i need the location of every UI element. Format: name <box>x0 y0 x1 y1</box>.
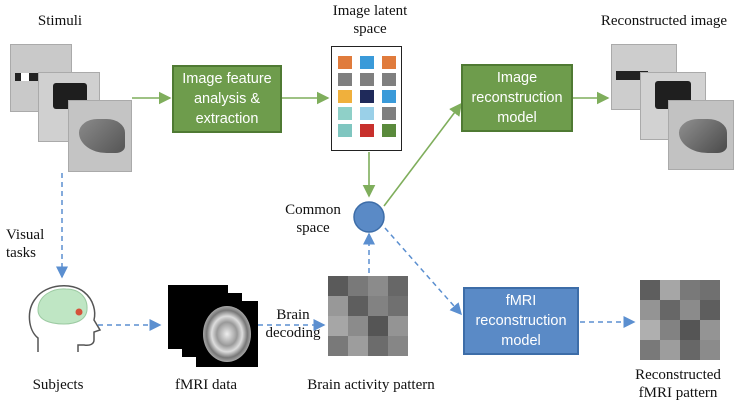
brain-icon <box>37 288 88 325</box>
arrow-common-to-fmri-recon <box>384 227 462 316</box>
fmri-reconstruction-box: fMRI reconstruction model <box>463 287 579 355</box>
image-recon-line3: model <box>497 110 537 126</box>
latent-label-line1: Image latent <box>332 3 408 19</box>
pattern-cell <box>700 280 720 300</box>
common-label-line1: Common <box>285 202 341 218</box>
pattern-cell <box>388 276 408 296</box>
fmri-recon-line2: reconstruction <box>475 313 567 329</box>
recon-fmri-line2: fMRI pattern <box>638 385 718 401</box>
pattern-cell <box>680 320 700 340</box>
feature-box-line1: Image feature <box>182 71 272 87</box>
pattern-cell <box>328 296 348 316</box>
pattern-cell <box>368 276 388 296</box>
visual-tasks-label: Visual tasks <box>6 226 56 262</box>
latent-swatch <box>382 56 396 69</box>
latent-swatch <box>338 90 352 103</box>
fmri-recon-line3: model <box>501 333 541 349</box>
common-space-label: Common space <box>276 201 350 237</box>
visual-label-line2: tasks <box>6 245 36 261</box>
pattern-cell <box>368 316 388 336</box>
pattern-cell <box>700 300 720 320</box>
recon-object-1 <box>616 71 648 80</box>
pattern-cell <box>368 296 388 316</box>
pattern-cell <box>700 340 720 360</box>
pattern-cell <box>348 336 368 356</box>
pattern-cell <box>388 296 408 316</box>
latent-swatch <box>360 90 374 103</box>
latent-swatch <box>338 107 352 120</box>
pattern-cell <box>680 340 700 360</box>
stimulus-shoe <box>79 119 125 153</box>
stimulus-object-1 <box>15 73 45 81</box>
pattern-cell <box>660 300 680 320</box>
reconstructed-fmri-label: Reconstructed fMRI pattern <box>618 366 738 402</box>
pattern-cell <box>328 336 348 356</box>
pattern-cell <box>640 300 660 320</box>
latent-swatch <box>338 56 352 69</box>
latent-swatch <box>360 124 374 137</box>
latent-swatch-grid <box>338 56 396 144</box>
reconstructed-image-3 <box>668 100 734 170</box>
arrow-common-to-image-recon <box>383 102 462 207</box>
pattern-cell <box>368 336 388 356</box>
feature-extraction-box: Image feature analysis & extraction <box>172 65 282 133</box>
pattern-cell <box>660 280 680 300</box>
pattern-cell <box>680 280 700 300</box>
pattern-cell <box>348 276 368 296</box>
subjects-label: Subjects <box>32 377 84 393</box>
stimuli-label: Stimuli <box>37 13 83 29</box>
latent-swatch <box>360 73 374 86</box>
latent-swatch <box>382 124 396 137</box>
latent-space-panel <box>331 46 402 151</box>
common-space-node <box>353 201 385 233</box>
common-label-line2: space <box>296 220 330 236</box>
recon-fmri-line1: Reconstructed <box>635 367 721 383</box>
pattern-cell <box>660 320 680 340</box>
pattern-cell <box>388 336 408 356</box>
latent-space-label: Image latent space <box>318 2 422 38</box>
fmri-brain-image <box>203 306 251 362</box>
latent-swatch <box>382 90 396 103</box>
latent-swatch <box>338 124 352 137</box>
stimulus-image-3 <box>68 100 132 172</box>
pattern-cell <box>328 316 348 336</box>
pattern-cell <box>640 320 660 340</box>
pattern-cell <box>640 340 660 360</box>
image-reconstruction-box: Image reconstruction model <box>461 64 573 132</box>
pattern-cell <box>640 280 660 300</box>
latent-swatch <box>360 56 374 69</box>
pattern-cell <box>348 296 368 316</box>
reconstructed-fmri-pattern <box>640 280 720 360</box>
latent-swatch <box>360 107 374 120</box>
pattern-cell <box>388 316 408 336</box>
latent-swatch <box>338 73 352 86</box>
brain-decoding-line1: Brain <box>276 307 310 323</box>
pattern-cell <box>700 320 720 340</box>
fmri-data-label: fMRI data <box>174 377 238 393</box>
brain-decoding-line2: decoding <box>265 325 321 341</box>
reconstructed-image-label: Reconstructed image <box>600 13 728 29</box>
image-recon-line1: Image <box>496 70 538 86</box>
fmri-slice-front <box>196 301 258 367</box>
latent-label-line2: space <box>353 21 387 37</box>
pattern-cell <box>348 316 368 336</box>
latent-swatch <box>382 107 396 120</box>
brain-activity-label: Brain activity pattern <box>307 377 435 393</box>
pattern-cell <box>680 300 700 320</box>
pattern-cell <box>328 276 348 296</box>
image-recon-line2: reconstruction <box>471 90 563 106</box>
feature-box-line2: analysis & <box>193 91 261 107</box>
feature-box-line3: extraction <box>195 111 259 127</box>
pattern-cell <box>660 340 680 360</box>
recon-shoe <box>679 119 727 153</box>
subject-head-icon <box>28 285 102 352</box>
latent-swatch <box>382 73 396 86</box>
visual-label-line1: Visual <box>6 227 45 243</box>
fmri-recon-line1: fMRI <box>505 293 537 309</box>
brain-decoding-label: Brain decoding <box>262 306 324 342</box>
brain-activity-pattern <box>328 276 408 356</box>
